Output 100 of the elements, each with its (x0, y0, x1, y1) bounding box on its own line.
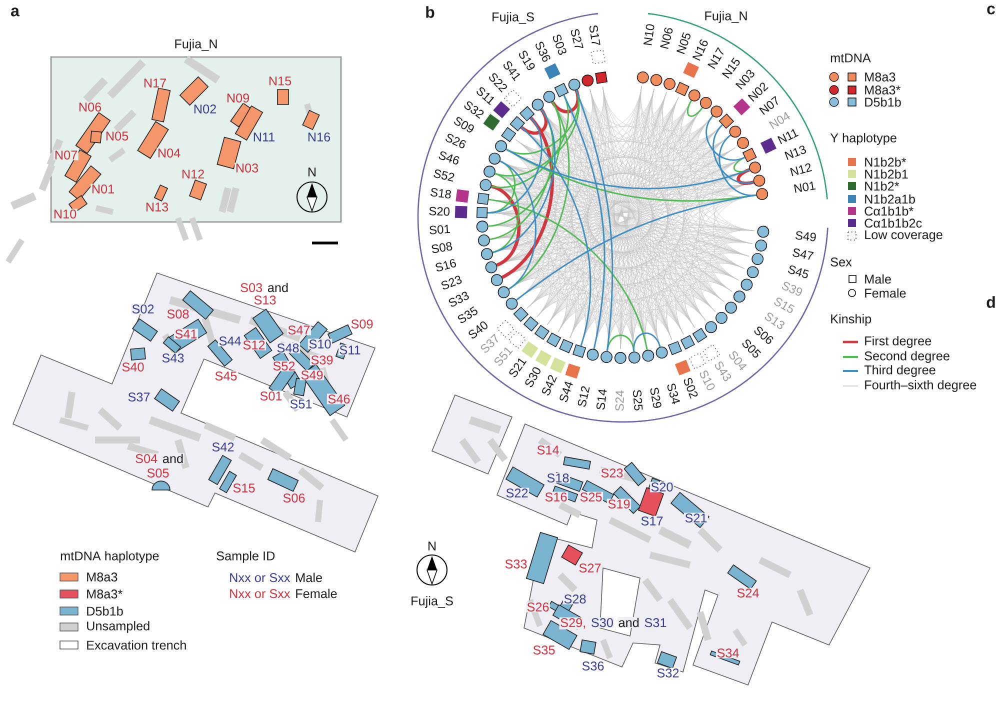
sample-label: N06 (660, 28, 673, 49)
legend-text: M8a3 (87, 572, 118, 582)
burial-label: N01 (90, 184, 116, 194)
legend-text: M8a3* (87, 590, 122, 598)
sample-label: N01 (794, 182, 816, 193)
sample-label: S27 (570, 29, 584, 48)
burial-label: S43 (160, 352, 186, 364)
burial-label: N15 (268, 76, 292, 86)
burial-label: S13 (252, 294, 278, 306)
burial-label: S12 (242, 340, 266, 350)
burial-label: S09 (350, 318, 374, 330)
legend-text: Male (296, 572, 322, 582)
sample-label: S13 (764, 312, 784, 329)
panel-letter: d (986, 296, 995, 308)
burial-label: N10 (52, 208, 78, 220)
sample-label: N05 (676, 32, 690, 54)
sample-label: S35 (458, 306, 478, 323)
sample-label: N10 (643, 24, 654, 46)
sample-label: S24 (615, 390, 624, 411)
sample-label: S16 (436, 259, 456, 272)
burial-label: S08 (166, 308, 190, 320)
burial-label: N06 (78, 102, 102, 112)
burial-label: S01 (258, 390, 284, 402)
sample-label: N11 (777, 129, 799, 144)
legend-text: D5b1b (87, 606, 123, 616)
burial-label: S44 (218, 336, 242, 346)
legend-text: Female (865, 288, 906, 298)
panel-letter: a (11, 8, 20, 16)
sample-label: S23 (441, 276, 462, 290)
burial-label: S41 (174, 328, 198, 340)
burial-label: S36 (580, 660, 606, 672)
burial-label: N09 (226, 92, 250, 104)
sample-label: S15 (774, 298, 795, 313)
burial-label: S06 (282, 492, 306, 504)
sample-label: S14 (596, 389, 607, 410)
sample-label: S17 (589, 25, 600, 45)
burial-label: S25 (578, 492, 604, 502)
legend-text: Third degree (864, 365, 936, 377)
burial-label: S30 (590, 617, 614, 628)
burial-label: S47 (286, 324, 312, 336)
legend-heading: Sample ID (216, 551, 275, 563)
legend-text: Excavation trench (87, 640, 186, 650)
burial-label: S35 (532, 644, 556, 656)
sample-label: S42 (542, 375, 557, 396)
burial-label: S22 (504, 488, 530, 498)
sample-label: S03 (552, 34, 566, 55)
burial-label: S14 (536, 444, 560, 456)
sample-label: S08 (432, 242, 452, 253)
burial-label: S18 (546, 472, 570, 484)
burial-label: N05 (104, 130, 130, 142)
map-text: and (617, 617, 640, 628)
legend-text: N1b2b* (865, 157, 906, 167)
legend-text: N1b2a1b (865, 194, 915, 204)
burial-label: S51 (288, 398, 314, 410)
burial-label: S33 (504, 558, 528, 570)
sample-label: S44 (560, 382, 573, 402)
burial-label: S46 (326, 394, 352, 404)
group-label: Fujia_N (705, 11, 747, 23)
sample-label: S49 (795, 231, 816, 242)
sample-label: S02 (684, 378, 698, 399)
burial-label: S48 (276, 342, 300, 354)
burial-label: S03 (239, 282, 264, 293)
burial-label: N03 (234, 162, 260, 174)
legend-text: Unsampled (87, 621, 150, 633)
burial-label: S23 (600, 468, 624, 478)
compass-letter: N (428, 542, 436, 550)
burial-label: S32 (656, 668, 680, 678)
group-label: Fujia_S (492, 12, 534, 24)
burial-label: S37 (126, 392, 152, 402)
legend-heading: Kinship (831, 314, 872, 326)
burial-label: S11 (338, 344, 362, 356)
legend-text: Fourth–sixth degree (865, 380, 976, 392)
burial-label: S19 (606, 498, 632, 510)
burial-label: S45 (214, 370, 238, 382)
burial-label: S15 (232, 482, 256, 494)
sample-label: S09 (454, 117, 474, 132)
legend-text: D5b1b (865, 97, 901, 107)
sample-label: S34 (667, 384, 680, 404)
sample-label: S25 (633, 390, 643, 410)
burial-label: S52 (272, 360, 296, 372)
sample-label: S01 (430, 224, 450, 234)
sample-label: S36 (536, 42, 550, 62)
legend-heading: Y haplotype (830, 133, 896, 145)
burial-label: S49 (300, 370, 324, 380)
burial-label: S26 (526, 602, 550, 612)
burial-label: S17 (640, 516, 664, 526)
legend-text: Male (865, 274, 891, 284)
legend-text: N1b2* (865, 181, 900, 191)
legend-text: Female (296, 588, 337, 598)
sample-label: S20 (429, 206, 450, 216)
legend-text: First degree (865, 336, 932, 348)
burial-label: N02 (192, 104, 218, 114)
sample-label: S46 (438, 151, 460, 164)
burial-label: S40 (120, 362, 146, 372)
burial-label: N16 (306, 132, 332, 142)
sample-label: S30 (525, 367, 540, 388)
panel-letter: b (426, 6, 434, 18)
sample-label: S33 (448, 292, 469, 307)
sample-label: S19 (519, 50, 535, 70)
burial-label: S42 (210, 442, 236, 452)
